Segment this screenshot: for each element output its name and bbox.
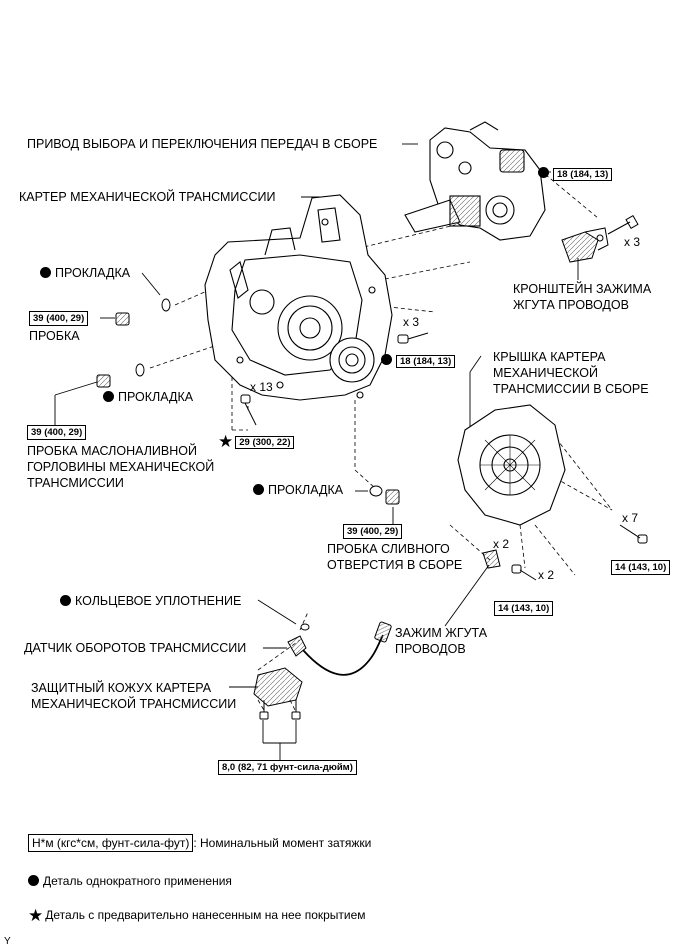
torque-box-8: 8,0 (82, 71 фунт-сила-дюйм) xyxy=(218,760,357,775)
bolts-drawing xyxy=(240,214,648,720)
precoated-star-icon: ★ xyxy=(28,906,44,925)
torque-29-with-star: ★29 (300, 22) xyxy=(218,432,295,451)
torque-box-14-cover: 14 (143, 10) xyxy=(611,560,671,575)
o-ring-text: КОЛЬЦЕВОЕ УПЛОТНЕНИЕ xyxy=(75,594,242,608)
torque-box-18-case: 18 (184, 13) xyxy=(396,355,456,368)
torque-box-filler-plug: 39 (400, 29) xyxy=(27,425,87,440)
torque-box-plug: 39 (400, 29) xyxy=(29,311,89,326)
legend-torque-units: Н*м (кгс*см, фунт-сила-фут): Номинальный… xyxy=(28,834,372,852)
legend-unit-desc: : Номинальный момент затяжки xyxy=(193,836,372,850)
label-gasket-2: ПРОКЛАДКА xyxy=(103,390,193,405)
torque-box-drain-plug: 39 (400, 29) xyxy=(343,524,403,539)
label-filler-plug-line2: ГОРЛОВИНЫ МЕХАНИЧЕСКОЙ xyxy=(27,460,215,474)
non-reusable-dot-icon xyxy=(253,484,264,495)
label-shift-actuator: ПРИВОД ВЫБОРА И ПЕРЕКЛЮЧЕНИЯ ПЕРЕДАЧ В С… xyxy=(27,137,378,151)
legend-non-reusable: Деталь однократного применения xyxy=(28,874,232,888)
label-gasket-3: ПРОКЛАДКА xyxy=(253,483,343,498)
transmission-case-drawing xyxy=(204,194,393,401)
precoated-star-icon: ★ xyxy=(218,432,234,451)
non-reusable-dot-icon xyxy=(40,267,51,278)
protector-drawing xyxy=(253,667,303,707)
label-cover-line3: ТРАНСМИССИИ В СБОРЕ xyxy=(493,382,649,396)
qty-x2-clamp: x 2 xyxy=(493,537,510,551)
torque-box-14-clamp: 14 (143, 10) xyxy=(494,601,554,616)
label-clamp-line2: ПРОВОДОВ xyxy=(395,642,466,656)
label-clamp-line1: ЗАЖИМ ЖГУТА xyxy=(395,626,488,640)
label-drain-plug-line1: ПРОБКА СЛИВНОГО xyxy=(327,542,450,556)
label-o-ring: КОЛЬЦЕВОЕ УПЛОТНЕНИЕ xyxy=(60,594,241,609)
label-bracket-line2: ЖГУТА ПРОВОДОВ xyxy=(513,298,629,312)
harness-clamp-drawing xyxy=(482,549,501,569)
footer-code: Y xyxy=(4,936,11,947)
label-drain-plug-line2: ОТВЕРСТИЯ В СБОРЕ xyxy=(327,558,463,572)
gasket-text: ПРОКЛАДКА xyxy=(268,483,344,497)
non-reusable-dot-icon xyxy=(28,875,39,886)
label-cover-line1: КРЫШКА КАРТЕРА xyxy=(493,350,606,364)
qty-x13: x 13 xyxy=(250,380,273,394)
case-cover-drawing xyxy=(457,404,566,526)
gaskets-plugs-drawing xyxy=(96,298,400,631)
qty-x3-case: x 3 xyxy=(403,315,420,329)
gasket-text: ПРОКЛАДКА xyxy=(55,266,131,280)
gasket-text: ПРОКЛАДКА xyxy=(118,390,194,404)
qty-x2-bolt: x 2 xyxy=(538,568,555,582)
speed-sensor-drawing xyxy=(287,621,392,676)
qty-x7: x 7 xyxy=(622,511,639,525)
torque-box-29: 29 (300, 22) xyxy=(235,436,295,449)
non-reusable-dot-icon xyxy=(103,391,114,402)
label-filler-plug-line1: ПРОБКА МАСЛОНАЛИВНОЙ xyxy=(27,444,197,458)
label-protector-line2: МЕХАНИЧЕСКОЙ ТРАНСМИССИИ xyxy=(31,697,237,711)
label-cover-line2: МЕХАНИЧЕСКОЙ xyxy=(493,366,598,380)
qty-x3-actuator: x 3 xyxy=(624,235,641,249)
legend-precoated: ★Деталь с предварительно нанесенным на н… xyxy=(28,906,366,925)
label-gasket-1: ПРОКЛАДКА xyxy=(40,266,130,281)
legend-precoated-text: Деталь с предварительно нанесенным на не… xyxy=(45,908,366,922)
torque-18-actuator: 18 (184, 13) xyxy=(538,166,613,181)
non-reusable-dot-icon xyxy=(60,595,71,606)
label-protector-line1: ЗАЩИТНЫЙ КОЖУХ КАРТЕРА xyxy=(31,681,212,695)
torque-box-18-actuator: 18 (184, 13) xyxy=(553,168,613,181)
non-reusable-dot-icon xyxy=(381,354,392,365)
label-transmission-case: КАРТЕР МЕХАНИЧЕСКОЙ ТРАНСМИССИИ xyxy=(19,190,276,204)
harness-bracket-drawing xyxy=(561,227,609,263)
non-reusable-dot-icon xyxy=(538,167,549,178)
legend-unit-box: Н*м (кгс*см, фунт-сила-фут) xyxy=(28,834,194,852)
label-plug: ПРОБКА xyxy=(29,329,80,343)
shift-actuator-drawing xyxy=(404,121,546,241)
label-speed-sensor: ДАТЧИК ОБОРОТОВ ТРАНСМИССИИ xyxy=(24,641,247,655)
leader-lines xyxy=(54,143,579,760)
torque-18-case: 18 (184, 13) xyxy=(381,353,456,368)
label-filler-plug-line3: ТРАНСМИССИИ xyxy=(27,476,124,490)
legend-non-reusable-text: Деталь однократного применения xyxy=(43,874,232,888)
label-bracket-line1: КРОНШТЕЙН ЗАЖИМА xyxy=(513,282,652,296)
